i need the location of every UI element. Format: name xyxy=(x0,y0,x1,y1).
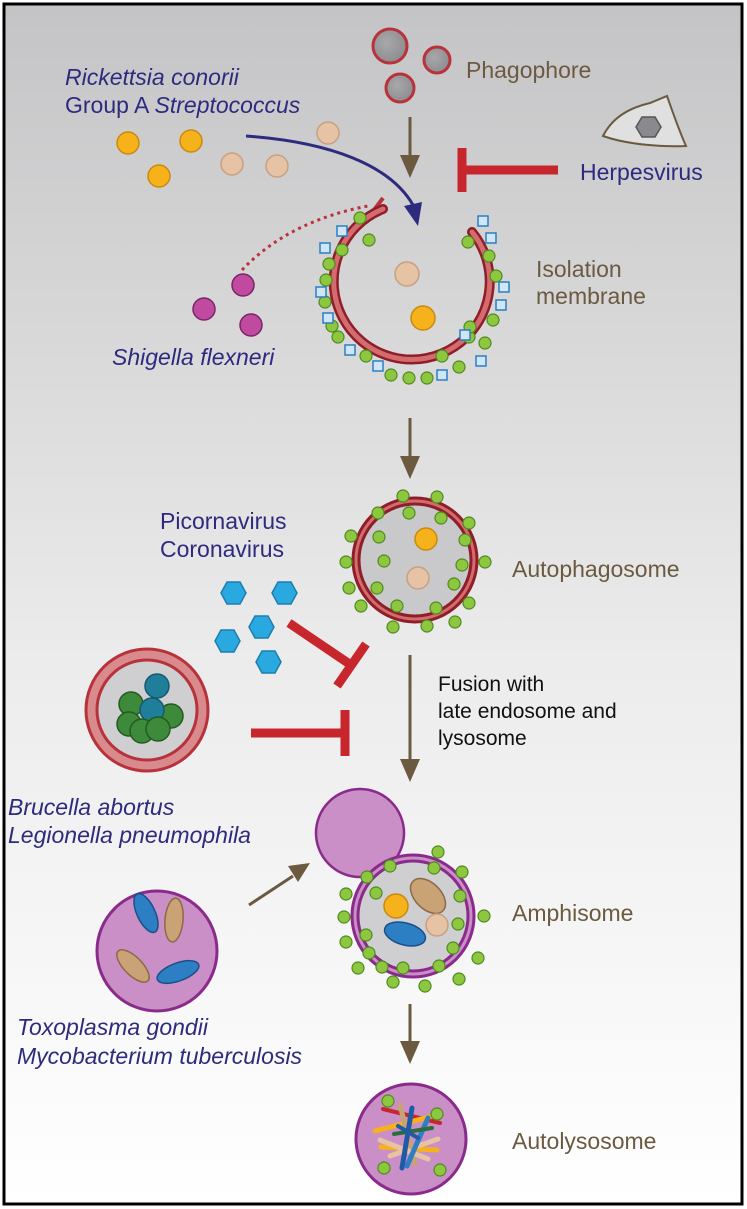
brucella-vacuole xyxy=(314,787,406,879)
fusion-note-line2: late endosome and xyxy=(438,700,617,723)
atg-markers xyxy=(315,215,510,381)
brucella-label: Brucella abortus xyxy=(8,794,175,820)
pathogen-vacuole xyxy=(84,647,210,773)
shigella-label: Shigella flexneri xyxy=(112,344,275,370)
arrow-icon xyxy=(400,655,420,782)
lc3-markers xyxy=(337,845,491,993)
arrow-icon xyxy=(400,418,420,479)
gas-label: Group A Streptococcus xyxy=(65,92,300,118)
lc3-markers xyxy=(339,489,492,634)
phagophore-label: Phagophore xyxy=(466,57,592,83)
autolysosome xyxy=(354,1082,468,1196)
arrow-icon xyxy=(400,117,420,178)
shigella-bacteria xyxy=(192,273,263,337)
herpesvirus-inhibition-icon xyxy=(457,148,558,192)
virus-inhibition-icon xyxy=(286,619,370,689)
hexagon-virion-icons xyxy=(214,581,298,674)
fusion-note-line1: Fusion with xyxy=(438,673,545,696)
fusion-note-line3: lysosome xyxy=(438,727,527,750)
mycobacterium-label: Mycobacterium tuberculosis xyxy=(17,1043,303,1069)
coronavirus-label: Coronavirus xyxy=(160,536,284,562)
autophagosome-label: Autophagosome xyxy=(512,556,680,582)
autolysosome-label: Autolysosome xyxy=(512,1128,657,1154)
arrow-icon xyxy=(400,1004,420,1064)
toxoplasma-label: Toxoplasma gondii xyxy=(17,1014,208,1040)
arrow-icon xyxy=(248,863,310,907)
picornavirus-label: Picornavirus xyxy=(160,508,287,534)
isolation-membrane-label-line2: membrane xyxy=(536,283,646,309)
amphisome xyxy=(350,853,476,979)
phagophore-vesicles xyxy=(371,27,452,104)
herpesvirus-cell-icon xyxy=(601,94,688,148)
autophagosome xyxy=(351,496,479,624)
amphisome-label: Amphisome xyxy=(512,900,634,926)
vacuole-inhibition-icon xyxy=(251,710,350,756)
legionella-label: Legionella pneumophila xyxy=(8,822,251,848)
lc3-markers xyxy=(377,1094,447,1177)
isolation-membrane-label-line1: Isolation xyxy=(536,256,622,282)
entry-arrow-icon xyxy=(245,134,422,226)
rickettsia-label: Rickettsia conorii xyxy=(65,64,239,90)
rickettsia-gas-bacteria xyxy=(116,121,340,188)
herpesvirus-label: Herpesvirus xyxy=(580,159,703,185)
gas-prefix: Group A xyxy=(65,92,155,118)
gas-genus: Streptococcus xyxy=(154,92,301,118)
toxoplasma-vacuole xyxy=(95,889,219,1013)
